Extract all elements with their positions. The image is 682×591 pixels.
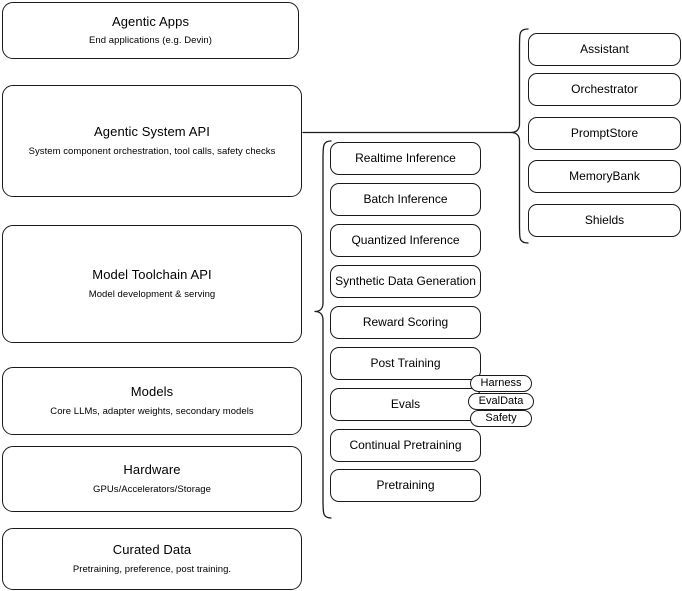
toolchain-component-post-training[interactable]: Post Training [330,347,481,380]
layer-title: Agentic Apps [111,13,190,29]
layer-subtitle: Model development & serving [88,288,216,300]
layer-subtitle: Core LLMs, adapter weights, secondary mo… [50,405,254,417]
eval-tag-label: Safety [485,412,517,424]
eval-tag-label: EvalData [478,395,524,407]
layer-subtitle: End applications (e.g. Devin) [89,35,212,47]
system-component-orchestrator[interactable]: Orchestrator [528,73,681,106]
layer-subtitle: Pretraining, preference, post training. [72,563,232,575]
component-label: Realtime Inference [355,151,456,165]
toolchain-component-realtime-inference[interactable]: Realtime Inference [330,142,481,175]
component-label: Quantized Inference [351,233,460,247]
component-label: Batch Inference [363,192,448,206]
system-components-brace [510,28,529,244]
toolchain-component-continual-pretraining[interactable]: Continual Pretraining [330,429,481,462]
layer-title: Curated Data [112,542,192,558]
component-label: Assistant [580,42,629,56]
toolchain-component-quantized-inference[interactable]: Quantized Inference [330,224,481,257]
layer-title: Hardware [123,462,181,478]
toolchain-component-reward-scoring[interactable]: Reward Scoring [330,306,481,339]
component-label: Pretraining [376,478,435,492]
toolchain-component-pretraining[interactable]: Pretraining [330,469,481,502]
toolchain-component-synthetic-data-generation[interactable]: Synthetic Data Generation [330,265,481,298]
system-component-memorybank[interactable]: MemoryBank [528,160,681,193]
layer-subtitle: GPUs/Accelerators/Storage [93,483,211,495]
component-label: Evals [390,397,421,411]
layer-title: Model Toolchain API [92,267,212,283]
stack-layer-hardware[interactable]: Hardware GPUs/Accelerators/Storage [2,446,302,512]
layer-title: Agentic System API [94,124,210,140]
system-component-assistant[interactable]: Assistant [528,33,681,66]
eval-tag-safety[interactable]: Safety [470,410,532,427]
component-label: PromptStore [570,126,639,140]
toolchain-component-batch-inference[interactable]: Batch Inference [330,183,481,216]
stack-layer-agentic-system-api[interactable]: Agentic System API System component orch… [2,85,302,197]
stack-layer-models[interactable]: Models Core LLMs, adapter weights, secon… [2,367,302,435]
toolchain-components-brace [314,140,332,519]
eval-tag-label: Harness [480,377,522,389]
system-component-promptstore[interactable]: PromptStore [528,117,681,150]
component-label: Post Training [370,356,441,370]
layer-subtitle: System component orchestration, tool cal… [28,145,276,157]
component-label: MemoryBank [569,169,640,183]
system-component-shields[interactable]: Shields [528,204,681,237]
component-label: Orchestrator [571,82,638,96]
layer-title: Models [130,384,174,400]
component-label: Shields [584,213,625,227]
component-label: Synthetic Data Generation [335,274,476,288]
component-label: Continual Pretraining [349,438,462,452]
stack-layer-agentic-apps[interactable]: Agentic Apps End applications (e.g. Devi… [2,2,299,59]
eval-tag-evaldata[interactable]: EvalData [468,393,534,410]
stack-layer-curated-data[interactable]: Curated Data Pretraining, preference, po… [2,528,302,590]
toolchain-component-evals[interactable]: Evals [330,388,481,421]
eval-tag-harness[interactable]: Harness [470,375,532,392]
stack-layer-model-toolchain-api[interactable]: Model Toolchain API Model development & … [2,225,302,343]
component-label: Reward Scoring [362,315,449,329]
